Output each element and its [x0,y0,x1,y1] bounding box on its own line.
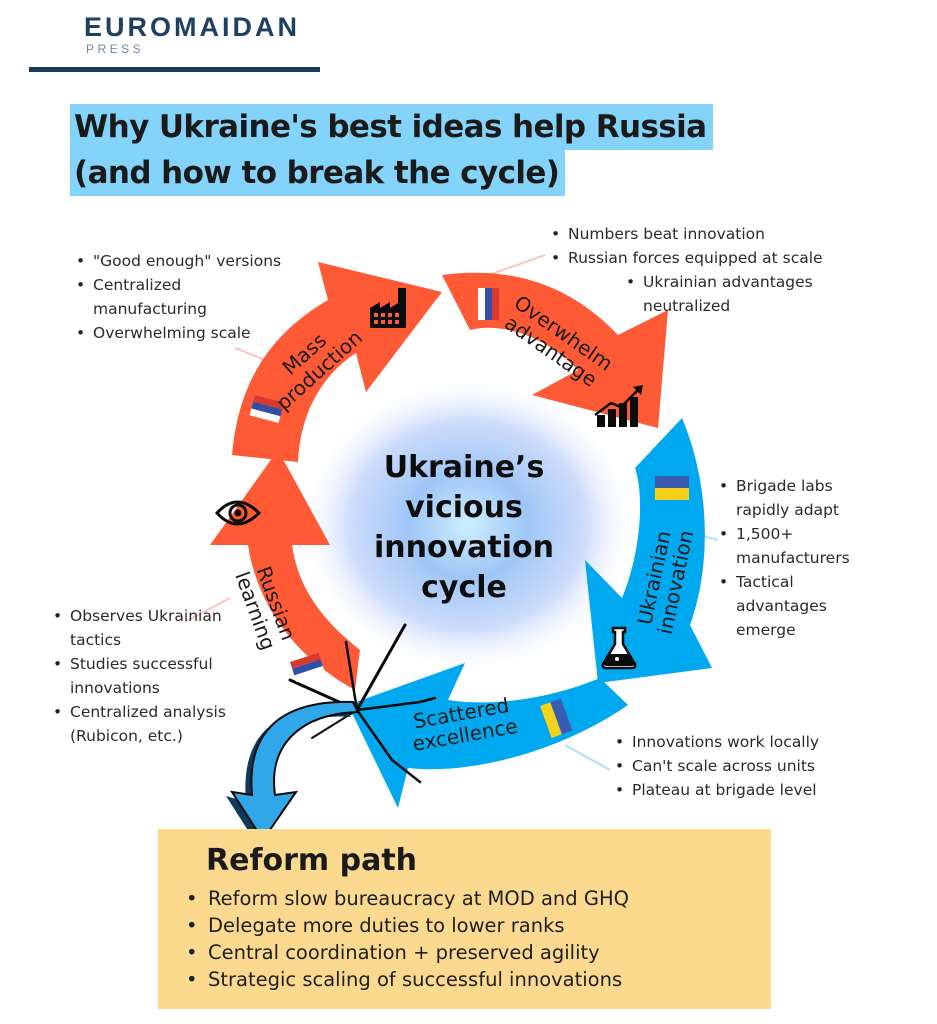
connector-mass [234,347,266,361]
bullet: Tactical advantages emerge [716,570,866,642]
ukraine-flag-icon-scattered [540,698,573,738]
bullet: Studies successful innovations [50,652,240,700]
connector-scattered [564,744,611,771]
logo-divider [29,67,320,72]
arrow-russian-learning [210,450,360,690]
title-line-1: Why Ukraine's best ideas help Russia [70,104,713,150]
growth-chart-icon [594,385,643,427]
bullet: Centralized analysis (Rubicon, etc.) [50,700,240,748]
arrow-scattered-excellence [348,663,628,808]
bullet: Ukrainian advantages neutralized [623,270,813,318]
bullet: 1,500+ manufacturers [716,522,866,570]
bullet: Overwhelming scale [73,321,318,345]
reform-path-box: Reform path Reform slow bureaucracy at M… [158,829,771,1009]
bullets-ukrainian-innovation: Brigade labs rapidly adapt 1,500+ manufa… [716,474,866,642]
eye-icon [214,500,262,526]
bullet: "Good enough" versions [73,249,318,273]
bullets-overwhelm-advantage: Numbers beat innovation Russian forces e… [548,222,868,318]
bullet: Can't scale across units [612,754,872,778]
center-cloud [298,375,638,675]
bullet: Observes Ukrainian tactics [50,604,240,652]
bullet: Centralized manufacturing [73,273,243,321]
russia-flag-icon-mass [249,395,284,424]
russia-flag-icon-overwhelm [478,288,499,320]
ukraine-flag-icon-innovation [655,476,689,500]
title-line-2: (and how to break the cycle) [70,150,566,196]
bullet: Innovations work locally [612,730,872,754]
reform-item: Strategic scaling of successful innovati… [176,966,629,993]
flask-icon [601,626,637,670]
factory-icon [370,288,406,328]
bullet: Brigade labs rapidly adapt [716,474,866,522]
center-title: Ukraine’s vicious innovation cycle [374,450,554,605]
bullet: Russian forces equipped at scale [548,246,868,270]
logo-name: EUROMAIDAN [84,12,300,42]
breakout-arrow [229,700,360,842]
shatter-crack [288,623,437,784]
bullet: Numbers beat innovation [548,222,868,246]
russia-flag-icon-learning [290,652,326,682]
reform-item: Delegate more duties to lower ranks [176,912,629,939]
bullet: Plateau at brigade level [612,778,872,802]
logo-sub: PRESS [86,42,145,56]
reform-title: Reform path [206,843,418,878]
bullets-mass-production: "Good enough" versions Centralized manuf… [73,249,318,345]
bullets-russian-learning: Observes Ukrainian tactics Studies succe… [50,604,240,748]
reform-item: Reform slow bureaucracy at MOD and GHQ [176,885,629,912]
euromaidan-logo: EUROMAIDAN PRESS [84,12,300,56]
bullets-scattered-excellence: Innovations work locally Can't scale acr… [612,730,872,802]
reform-item: Central coordination + preserved agility [176,939,629,966]
page-title: Why Ukraine's best ideas help Russia (an… [70,104,713,196]
reform-list: Reform slow bureaucracy at MOD and GHQ D… [176,885,629,993]
